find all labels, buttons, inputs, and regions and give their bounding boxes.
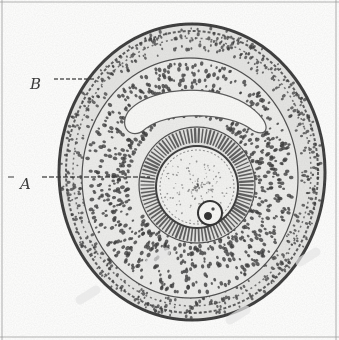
label-b-text: B [29,75,41,93]
label-a-text: A [18,175,31,193]
